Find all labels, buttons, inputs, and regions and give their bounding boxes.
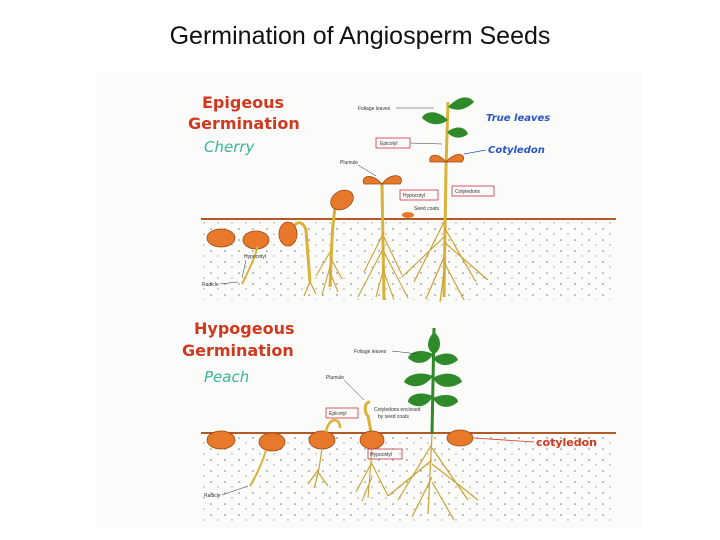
epi-label-foliage-leaves: Foliage leaves bbox=[358, 106, 391, 112]
epi-stage-true-leaves bbox=[401, 97, 489, 303]
epi-label-hypocotyl-box: Hypocotyl bbox=[403, 193, 425, 199]
epigeous-heading-1: Epigeous bbox=[202, 93, 284, 112]
slide-title: Germination of Angiosperm Seeds bbox=[169, 22, 551, 50]
hypo-label-foliage-leaves: Foliage leaves bbox=[354, 349, 387, 355]
epi-label-epicotyl: Epicotyl bbox=[380, 141, 398, 147]
epi-label-plumule: Plumule bbox=[340, 160, 358, 166]
germination-diagram: Epigeous Germination Cherry bbox=[96, 72, 642, 528]
epigeous-example: Cherry bbox=[204, 138, 256, 156]
hypo-stage-radicle bbox=[249, 432, 286, 487]
hypogeous-heading-1: Hypogeous bbox=[194, 319, 294, 338]
hypo-label-cotyledons-enclosed-1: Cotyledons enclosed bbox=[374, 407, 421, 413]
hypo-label-hypocotyl: Hypocotyl bbox=[370, 452, 392, 458]
hypo-stage-emerging bbox=[355, 400, 389, 502]
epi-label-cotyledons: Cotyledons bbox=[455, 189, 481, 195]
epi-box-cotyledons bbox=[451, 185, 495, 197]
hypo-label-radicle: Radicle bbox=[204, 493, 221, 499]
epigeous-soil bbox=[201, 220, 616, 300]
hypogeous-labels: Foliage leaves Plumule Epicotyl Cotyledo… bbox=[204, 349, 597, 499]
epi-label-hypocotyl: Hypocotyl bbox=[244, 254, 266, 260]
hypo-box-epicotyl bbox=[325, 407, 359, 419]
epi-stage-hook bbox=[278, 221, 317, 297]
epi-label-cotyledon: Cotyledon bbox=[488, 145, 545, 156]
hypogeous-heading-2: Germination bbox=[182, 341, 294, 360]
epigeous-heading-2: Germination bbox=[188, 114, 300, 133]
epi-label-radicle: Radicle bbox=[202, 282, 219, 288]
hypo-label-cotyledons-enclosed-2: by seed coats bbox=[378, 414, 409, 420]
epi-label-seed-coats: Seed coats bbox=[414, 206, 440, 212]
hypo-stage-seed bbox=[206, 430, 236, 450]
epigeous-panel: Epigeous Germination Cherry bbox=[188, 93, 616, 303]
epi-stage-seed bbox=[206, 228, 236, 248]
hypo-label-cotyledon: cotyledon bbox=[536, 436, 597, 449]
hypo-stage-leafy-plant bbox=[387, 327, 479, 521]
epi-stage-emerging bbox=[315, 189, 354, 296]
epi-stage-radicle bbox=[241, 230, 270, 285]
hypo-stage-hook bbox=[307, 419, 342, 489]
hypogeous-example: Peach bbox=[204, 368, 249, 386]
epigeous-labels: Foliage leaves True leaves Epicotyl Coty… bbox=[202, 106, 550, 288]
epi-box-hypocotyl bbox=[399, 189, 439, 201]
epi-stage-cotyledons bbox=[357, 175, 414, 301]
hypo-label-plumule: Plumule bbox=[326, 375, 344, 381]
hypo-box-hypocotyl bbox=[367, 448, 403, 460]
hypogeous-panel: Hypogeous Germination Peach bbox=[182, 319, 616, 524]
epi-label-true-leaves: True leaves bbox=[486, 113, 550, 124]
hypo-label-epicotyl: Epicotyl bbox=[329, 411, 347, 417]
